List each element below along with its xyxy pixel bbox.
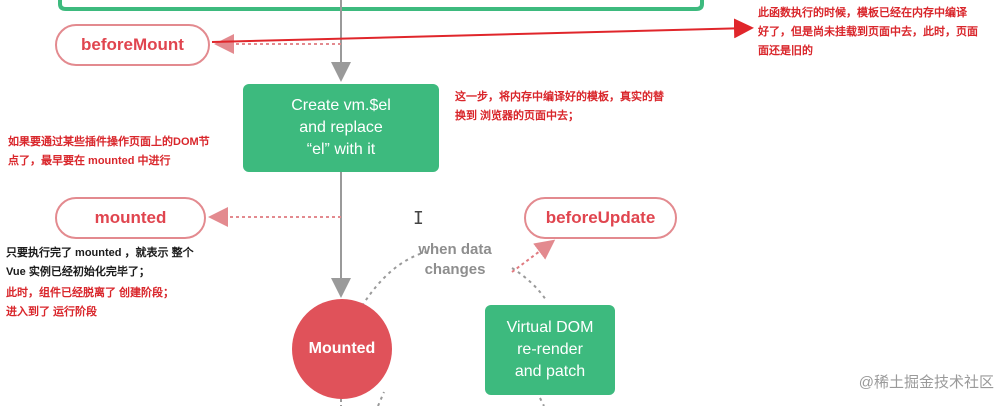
update-cycle-arc-br [539, 397, 545, 406]
before-mount-note-line-3: 面还是旧的 [758, 45, 813, 57]
create-el-line-2: and replace [299, 119, 383, 136]
create-el-note: 这一步，将内存中编译好的模板，真实的替 换到 浏览器的页面中去； [455, 88, 664, 126]
virtual-dom-line-2: re-render [517, 341, 583, 358]
create-el-note-line-1: 这一步，将内存中编译好的模板，真实的替 [455, 91, 664, 103]
dom-plugin-note-line-2: 点了，最早要在 mounted 中进行 [8, 155, 171, 167]
create-el-box: Create vm.$el and replace “el” with it [243, 84, 439, 172]
before-update-hook: beforeUpdate [524, 197, 677, 239]
mounted-note-line-2: Vue 实例已经初始化完毕了； [6, 266, 150, 278]
stage-note-line-1: 此时，组件已经脱离了 创建阶段； [6, 287, 175, 299]
create-el-note-line-2: 换到 浏览器的页面中去； [455, 110, 580, 122]
virtual-dom-line-3: and patch [514, 363, 586, 380]
data-changes-label: when data changes [400, 240, 510, 280]
before-mount-note-line-2: 好了，但是尚未挂载到页面中去，此时，页面 [758, 26, 978, 38]
dom-plugin-note: 如果要通过某些插件操作页面上的DOM节 点了，最早要在 mounted 中进行 [8, 133, 210, 171]
update-cycle-arc-left [361, 251, 427, 307]
before-mount-note-line-1: 此函数执行的时候，模板已经在内存中编译 [758, 7, 967, 19]
mounted-note: 只要执行完了 mounted ，就表示 整个 Vue 实例已经初始化完毕了； [6, 244, 194, 282]
stage-note-line-2: 进入到了 运行阶段 [6, 306, 98, 318]
before-mount-hook: beforeMount [55, 24, 210, 66]
create-el-line-1: Create vm.$el [291, 97, 391, 114]
data-changes-line-2: changes [424, 261, 486, 278]
update-cycle-arc-right [511, 267, 547, 301]
top-box-edge [58, 0, 704, 11]
virtual-dom-box: Virtual DOM re-render and patch [485, 305, 615, 395]
watermark: @稀土掘金技术社区 [858, 374, 994, 391]
data-changes-line-1: when data [418, 241, 492, 258]
stage-note: 此时，组件已经脱离了 创建阶段； 进入到了 运行阶段 [6, 284, 174, 322]
update-cycle-arc-bottom [377, 391, 385, 406]
before-update-connector [511, 239, 556, 273]
virtual-dom-line-1: Virtual DOM [506, 319, 594, 336]
dom-plugin-note-line-1: 如果要通过某些插件操作页面上的DOM节 [8, 136, 210, 148]
mounted-hook: mounted [55, 197, 206, 239]
before-mount-note: 此函数执行的时候，模板已经在内存中编译 好了，但是尚未挂载到页面中去，此时，页面… [758, 4, 978, 61]
mounted-note-line-1: 只要执行完了 mounted ，就表示 整个 [6, 247, 194, 259]
annotation-arrow [211, 18, 754, 43]
text-cursor-icon: I [413, 208, 424, 229]
mounted-circle: Mounted [292, 299, 392, 399]
create-el-line-3: “el” with it [306, 141, 376, 158]
